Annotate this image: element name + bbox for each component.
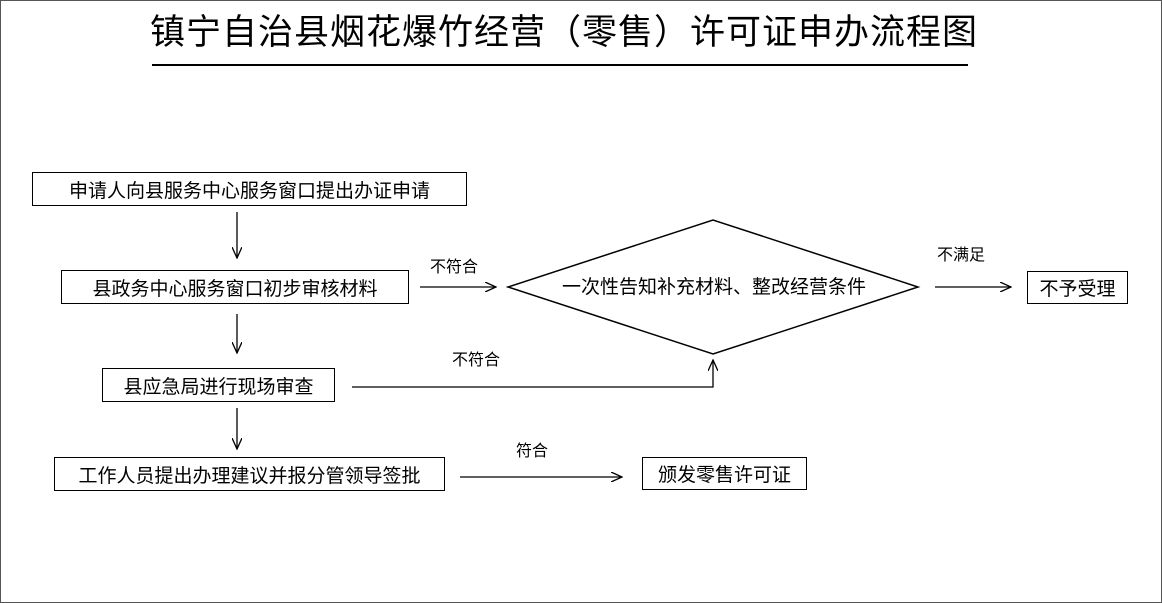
node-reject: 不予受理	[1027, 271, 1128, 304]
label-not-satisfied: 不满足	[937, 245, 986, 264]
page-title: 镇宁自治县烟花爆竹经营（零售）许可证申办流程图	[150, 13, 979, 53]
decision-diamond	[505, 219, 921, 355]
node-onsite-inspection: 县应急局进行现场审查	[102, 368, 335, 402]
label-approved: 符合	[516, 441, 549, 460]
node-apply: 申请人向县服务中心服务窗口提出办证申请	[32, 172, 467, 206]
title-underline	[152, 64, 968, 66]
node-initial-review: 县政务中心服务窗口初步审核材料	[61, 270, 409, 304]
node-proposal: 工作人员提出办理建议并报分管领导签批	[54, 457, 445, 491]
label-review-fail: 不符合	[430, 257, 479, 276]
node-supplement: 一次性告知补充材料、整改经营条件	[561, 276, 866, 298]
label-inspection-fail: 不符合	[452, 350, 501, 369]
node-issue: 颁发零售许可证	[642, 457, 807, 490]
arrow-inspection-to-supplement	[352, 360, 713, 388]
